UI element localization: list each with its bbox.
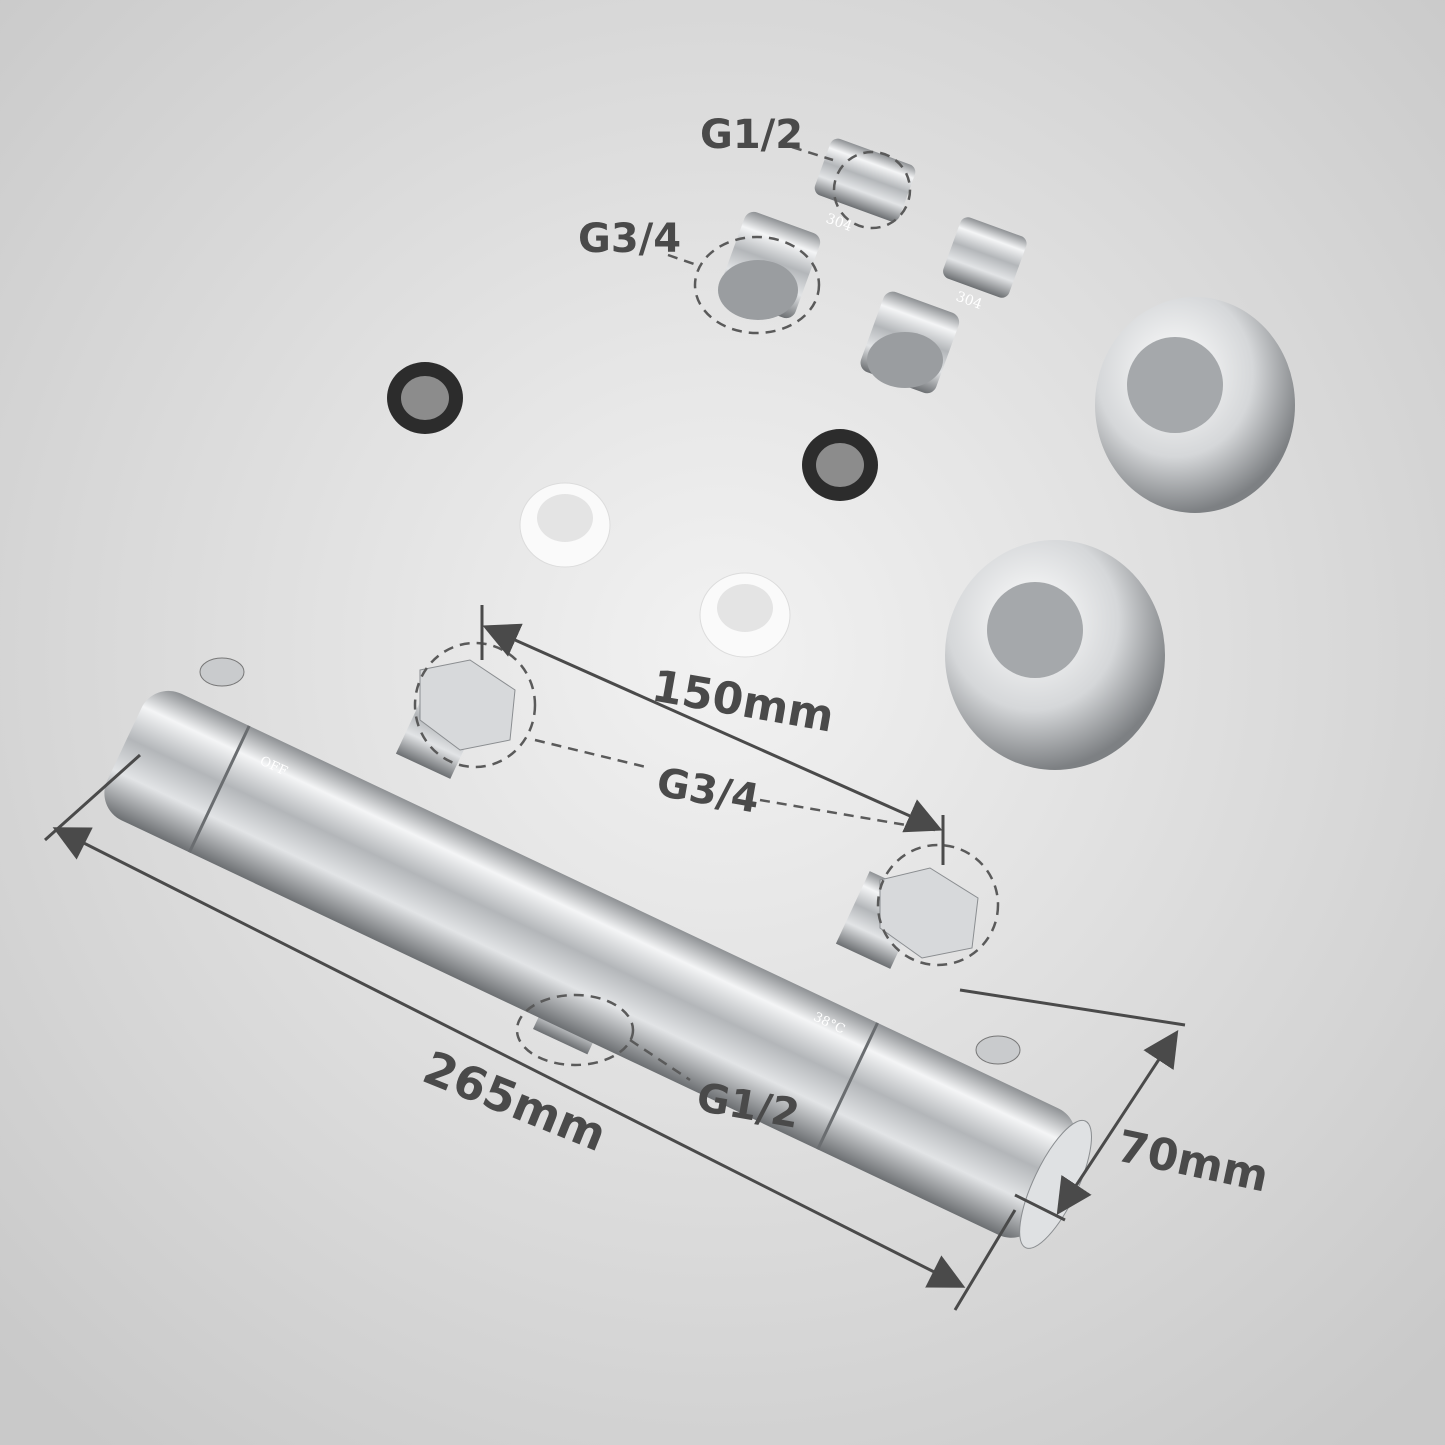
white-washer-2 — [699, 572, 791, 658]
filter-gasket-1 — [387, 362, 463, 434]
fitting-2: 304 — [860, 217, 1027, 394]
filter-gasket-2 — [802, 429, 878, 501]
label-top-g34: G3/4 — [578, 216, 681, 262]
white-washer-1 — [519, 482, 611, 568]
dimension-lines — [43, 605, 1186, 1311]
wall-flange-2 — [945, 540, 1165, 770]
wall-flange-1 — [1095, 297, 1295, 513]
label-top-g12: G1/2 — [700, 112, 803, 158]
